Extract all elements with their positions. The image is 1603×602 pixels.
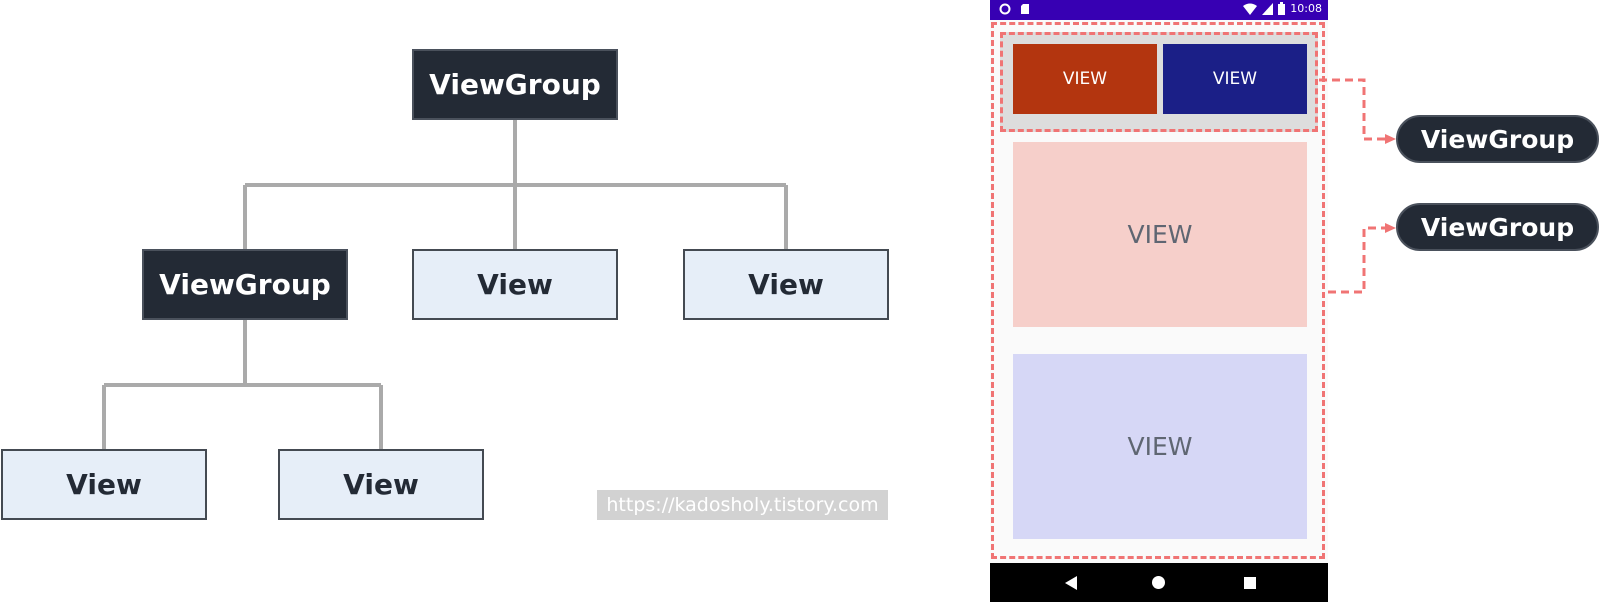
- callout-line-2: [1328, 226, 1388, 294]
- child-view-node-2: View: [683, 249, 889, 320]
- root-viewgroup-node: ViewGroup: [412, 49, 618, 120]
- phone-screen: 10:08 VIEW VIEW VIEW VIEW: [990, 0, 1328, 602]
- child-view-node-1: View: [412, 249, 618, 320]
- recents-icon[interactable]: [1244, 577, 1256, 589]
- view-button-left[interactable]: VIEW: [1013, 44, 1157, 114]
- watermark-url: https://kadosholy.tistory.com: [597, 490, 888, 520]
- grandchild-view-node-2: View: [278, 449, 484, 520]
- wifi-icon: [1243, 3, 1258, 15]
- battery-icon: [1278, 2, 1286, 15]
- callout-line-1: [1319, 78, 1388, 141]
- tree-connectors: [102, 119, 788, 449]
- signal-icon: [1262, 2, 1274, 15]
- view-box-top: VIEW: [1013, 142, 1307, 327]
- circle-icon: [999, 3, 1011, 15]
- back-icon[interactable]: [1065, 576, 1077, 590]
- navigation-bar: [990, 563, 1328, 602]
- sd-card-icon: [1021, 4, 1029, 14]
- viewgroup-callout-2: ViewGroup: [1396, 203, 1599, 251]
- outer-viewgroup-frame: [991, 22, 1325, 559]
- arrowhead-icon: [1385, 223, 1396, 233]
- arrowhead-icon: [1385, 134, 1396, 144]
- child-viewgroup-node: ViewGroup: [142, 249, 348, 320]
- view-button-right[interactable]: VIEW: [1163, 44, 1307, 114]
- view-box-bottom: VIEW: [1013, 354, 1307, 539]
- home-icon[interactable]: [1152, 576, 1165, 589]
- viewgroup-callout-1: ViewGroup: [1396, 115, 1599, 163]
- status-bar: 10:08: [990, 0, 1328, 20]
- grandchild-view-node-1: View: [1, 449, 207, 520]
- status-time: 10:08: [1290, 2, 1322, 15]
